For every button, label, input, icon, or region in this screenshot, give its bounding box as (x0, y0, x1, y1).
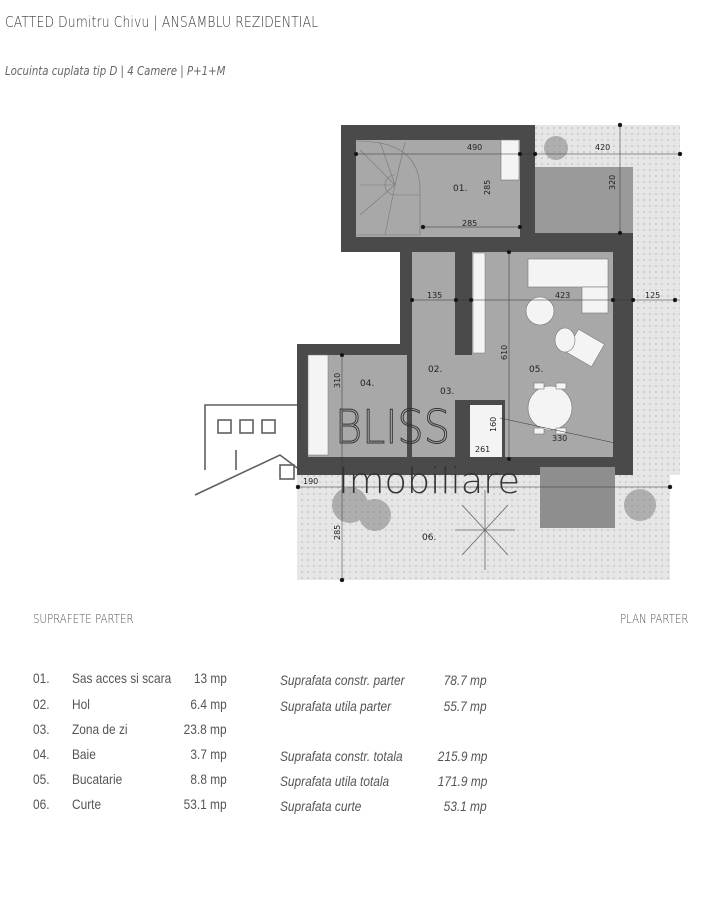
total-label: Suprafata utila totala (280, 773, 390, 789)
room-num: 01. (33, 670, 50, 686)
total-value: 215.9 mp (437, 748, 487, 764)
room-label-05: 05. (529, 365, 543, 375)
dim-label: 285 (333, 525, 342, 540)
watermark-tagline: Imobiliare (338, 461, 520, 502)
room-name: Baie (72, 746, 96, 762)
total-value: 53.1 mp (443, 798, 487, 814)
dim-label: 125 (645, 291, 660, 300)
living-furniture (500, 139, 609, 435)
room-num: 06. (33, 796, 50, 812)
room-name: Hol (72, 696, 90, 712)
dim-label: 610 (500, 345, 509, 360)
dim-label: 285 (462, 219, 477, 228)
room-area: 8.8 mp (190, 771, 227, 787)
dim-label: 160 (489, 417, 498, 432)
room-area: 53.1 mp (183, 796, 227, 812)
room-name: Curte (72, 796, 102, 812)
room-area: 23.8 mp (183, 721, 227, 737)
section-title-plan: PLAN PARTER (620, 612, 689, 626)
room-num: 04. (33, 746, 50, 762)
floor-01 (356, 140, 520, 237)
room-label-06: 06. (422, 533, 436, 543)
room-label-01: 01. (453, 184, 467, 194)
document-subtitle: Locuinta cuplata tip D | 4 Camere | P+1+… (5, 64, 226, 78)
room-area: 6.4 mp (190, 696, 227, 712)
trees (332, 136, 656, 531)
total-value: 78.7 mp (443, 672, 487, 688)
watermark-logo (194, 404, 301, 496)
dim-label: 490 (467, 143, 482, 152)
dim-label: 320 (608, 175, 617, 190)
section-title-suprafete: SUPRAFETE PARTER (33, 612, 134, 626)
total-label: Suprafata utila parter (280, 698, 392, 714)
dim-label: 190 (303, 477, 318, 486)
room-num: 03. (33, 721, 50, 737)
room-name: Zona de zi (72, 721, 128, 737)
room-label-02: 02. (428, 365, 442, 375)
room-label-03: 03. (440, 387, 454, 397)
terrace (520, 167, 633, 233)
room-label-04: 04. (360, 379, 374, 389)
total-value: 171.9 mp (437, 773, 487, 789)
dim-label: 261 (475, 445, 490, 454)
dim-label: 135 (427, 291, 442, 300)
room-area: 13 mp (193, 670, 227, 686)
tree-outline (455, 490, 515, 570)
dim-label: 423 (555, 291, 570, 300)
bath-floor (470, 405, 502, 457)
total-label: Suprafata constr. parter (280, 672, 405, 688)
dim-label: 285 (483, 180, 492, 195)
document-title: CATTED Dumitru Chivu | ANSAMBLU REZIDENT… (5, 13, 319, 31)
total-label: Suprafata curte (280, 798, 362, 814)
total-value: 55.7 mp (443, 698, 487, 714)
partition-wall (455, 252, 472, 355)
dim-label: 310 (333, 373, 342, 388)
spiral-stair (356, 140, 421, 236)
tv-unit (472, 252, 486, 354)
room-name: Bucatarie (72, 771, 123, 787)
room-name: Sas acces si scara (72, 670, 172, 686)
room-num: 05. (33, 771, 50, 787)
room-area: 3.7 mp (190, 746, 227, 762)
dim-label: 330 (552, 434, 567, 443)
entry-steps (540, 467, 615, 528)
dim-label: 420 (595, 143, 610, 152)
room-num: 02. (33, 696, 50, 712)
floor-plan: 490 420 285 285 320 135 423 125 610 310 … (194, 122, 683, 583)
total-label: Suprafata constr. totala (280, 748, 403, 764)
watermark-brand: BLISS (335, 400, 450, 454)
kitchen-counter (307, 354, 329, 456)
